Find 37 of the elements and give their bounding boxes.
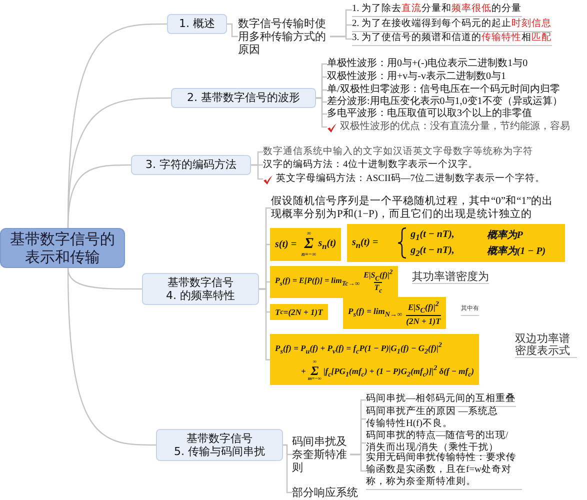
branch-box: 3. 字符的编码方法 [131,155,251,175]
list-item: 双极性波形：用+v与-v表示二进制数0与1 [327,71,506,83]
list-item: 双极性波形的优点：没有直流分量，节约能源，容易 [327,121,570,133]
list-item: 多电平波形：电压取值可以取3个以上的非零值 [327,108,532,120]
topic-box: 基带数字信号的表示和传输 [0,228,125,268]
list-item: 汉字的编码方法：4位十进制数字表示一个汉字。 [263,159,478,171]
list-item: 2. 为了在接收端得到每个码元的起止时刻信息 [352,18,552,32]
list-item: 差分波形:用电压变化表示0与1,0变1不变（异或运算） [327,96,562,108]
list-item: 数字通信系统中输入的文字如汉语英文字母数字等统称为字符 [263,146,533,158]
annotation-text: 双边功率谱密度表示式 [515,333,577,358]
note-text: 假设随机信号序列是一个平稳随机过程，其中“0”和“1”的出现概率分别为P和(1−P)，而且它们的出现是统计独立的 [271,195,557,221]
note-text: 码间串扰及奈奎斯特准则 [292,435,350,474]
list-item: 1. 为了除去直流分量和频率很低的分量 [352,3,522,17]
list-item: 实用无码间串扰传输特性：要求传输函数是实函数，且在f=w处奇对称，称为奈奎斯特准则。 [366,452,522,490]
connector-line [251,164,263,180]
note-text: 数字信号传输时使用多种传输方式的原因 [238,17,330,56]
formula-box: P$_{s}$(f) = lim$_{N→∞}$ E|S$_{C}$(f)|$^{2}$ (2N + 1)T [343,297,446,329]
branch-box: 基带数字信号 5. 传输与码间串扰 [156,429,283,461]
list-item: 3. 为了使信号的频谱和信道的传输特性相匹配 [352,32,552,46]
connector-line [283,444,292,494]
note-text: 部分响应系统 [292,486,358,499]
connector-line [350,454,366,472]
list-item: 单/双极性归零波形：信号电压在一个码元时间内归零 [327,84,560,96]
list-item: 码间串扰—相邻码元间的互相重叠 [366,393,516,407]
connector-line [227,23,238,38]
connector-line [67,164,131,228]
connector-line [67,268,156,446]
annotation-text: 其功率谱密度为 [412,271,489,284]
branch-box: 2. 基带数字信号的波形 [171,88,316,108]
list-item: 单极性波形：用0与+(-)电位表示二进制数1与0 [327,58,528,70]
formula-box: s$_{n}$(t) = g$_{1}$(t − nT), 概率为P g$_{2}$(t − nT), 概率为(1 − P) [347,224,565,262]
connector-line [316,97,327,128]
connector-line [330,36,352,40]
branch-box: 1. 概述 [167,14,227,34]
formula-box: P$_{s}$(f) = E[P(f)] = lim$_{Tc→∞}$ E|S$_{C}$(f)|$^{2}$ T$_{c}$ [270,266,398,298]
branch-box: 基带数字信号 4. 的频率特性 [142,273,259,305]
connector-line [67,268,142,290]
